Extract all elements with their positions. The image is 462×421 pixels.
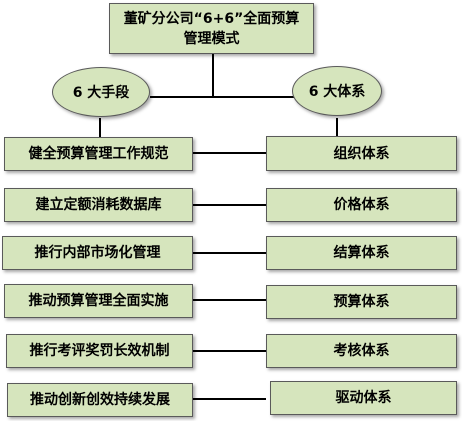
means-item: 推动预算管理全面实施 [4, 284, 193, 318]
means-group-ellipse: 6 大手段 [52, 67, 150, 117]
system-item: 驱动体系 [270, 381, 457, 415]
means-item-label: 推动预算管理全面实施 [28, 293, 169, 309]
system-item: 价格体系 [266, 188, 457, 222]
connector-right-trunk [336, 118, 338, 136]
means-item-label: 健全预算管理工作规范 [28, 146, 169, 162]
system-item-label: 组织体系 [333, 145, 390, 162]
means-item-label: 建立定额消耗数据库 [35, 197, 162, 213]
connector-row-6 [193, 398, 266, 400]
means-item: 建立定额消耗数据库 [4, 188, 193, 222]
system-item-label: 预算体系 [333, 294, 390, 310]
means-item-label: 推行内部市场化管理 [34, 245, 161, 261]
system-item: 结算体系 [266, 236, 457, 270]
system-item-label: 驱动体系 [335, 390, 392, 406]
connector-row-3 [193, 252, 266, 254]
connector-horizontal-top [150, 96, 296, 98]
connector-title-down [212, 53, 214, 97]
means-item: 健全预算管理工作规范 [4, 137, 193, 171]
title-line-1: 董矿分公司“6+6”全面预算 [123, 10, 300, 27]
connector-row-1 [193, 152, 266, 154]
system-item-label: 价格体系 [333, 197, 390, 213]
means-item-label: 推行考评奖罚长效机制 [29, 343, 170, 359]
connector-left-trunk [99, 118, 101, 138]
connector-row-4 [193, 299, 266, 301]
system-item: 考核体系 [266, 334, 457, 368]
means-item: 推行考评奖罚长效机制 [6, 334, 193, 368]
title-line-2: 管理模式 [183, 30, 240, 47]
title-box: 董矿分公司“6+6”全面预算 管理模式 [109, 3, 314, 54]
means-item: 推动创新创效持续发展 [7, 383, 193, 417]
connector-row-5 [193, 350, 266, 352]
connector-row-2 [193, 204, 266, 206]
system-item-label: 考核体系 [333, 343, 390, 359]
system-item: 组织体系 [266, 136, 457, 171]
system-item: 预算体系 [266, 285, 457, 319]
systems-group-label: 6 大体系 [308, 84, 366, 100]
means-group-label: 6 大手段 [72, 85, 130, 101]
means-item-label: 推动创新创效持续发展 [30, 392, 170, 408]
means-item: 推行内部市场化管理 [2, 236, 193, 270]
systems-group-ellipse: 6 大体系 [292, 66, 382, 116]
system-item-label: 结算体系 [333, 245, 390, 261]
